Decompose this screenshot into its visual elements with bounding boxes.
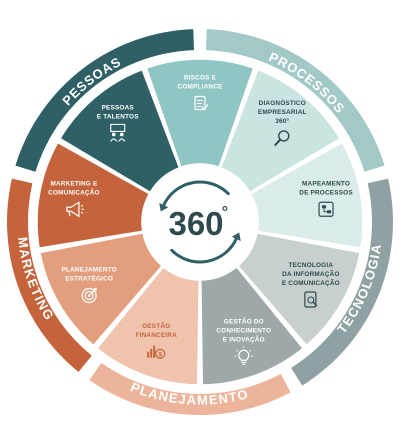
megaphone-icon <box>66 201 84 218</box>
svg-text:$: $ <box>159 352 163 358</box>
lightbulb-icon <box>234 346 253 365</box>
document-check-icon <box>194 95 209 111</box>
target-icon <box>81 287 97 304</box>
money-chart-icon: $ <box>147 345 166 359</box>
wedge-shape <box>236 231 361 347</box>
wedge-label: MAPEAMENTO DE PROCESSOS <box>299 180 353 196</box>
wedge-label-line: PESSOAS <box>102 104 135 111</box>
wedge-label-line: E COMUNICAÇÃO <box>282 278 340 287</box>
wedge-label-line: E INOVAÇÃO <box>223 334 265 343</box>
ring-band <box>15 29 194 172</box>
wedge-label-line: 360° <box>275 117 289 125</box>
wedge-label-line: PLANEJAMENTO <box>62 267 117 274</box>
wedge-label-line: MAPEAMENTO <box>302 180 350 187</box>
ring-band <box>6 178 92 372</box>
cycle-arrow-top-icon <box>162 180 230 207</box>
ring-band <box>291 178 393 386</box>
magnifier-icon <box>274 130 290 146</box>
wedge-label-line: DE PROCESSOS <box>299 189 353 196</box>
center-hub: 360 ° <box>142 164 258 280</box>
cycle-arrow-bottom-icon <box>170 237 238 264</box>
wedge-label: PESSOAS E TALENTOS <box>97 104 139 120</box>
wedge-shape <box>39 231 164 347</box>
wedge-pessoas-e-talentos: PESSOAS E TALENTOS <box>58 68 181 194</box>
wedge-label-line: DIAGNÓSTICO <box>259 98 306 107</box>
center-degree-symbol: ° <box>222 204 228 221</box>
arrowhead-top-icon <box>159 202 169 212</box>
wedge-label-line: EMPRESARIAL <box>258 109 307 116</box>
wedge-label-line: ESTRATÉGICO <box>65 274 113 283</box>
ring-band <box>89 362 291 415</box>
wedge-gest-o-financeira: GESTÃO FINANCEIRA $ <box>95 265 200 386</box>
tablet-search-icon <box>304 291 318 308</box>
wedge-label-line: E TALENTOS <box>97 113 139 120</box>
wedge-shape <box>219 68 342 194</box>
wedge-label-line: TECNOLOGIA <box>289 262 334 269</box>
wedge-label-line: RISCOS E <box>184 75 217 82</box>
people-board-icon <box>110 123 126 142</box>
arrowhead-bottom-icon <box>231 232 241 242</box>
wedge-label-line: COMUNICAÇÃO <box>48 187 100 196</box>
wedge-label-line: GESTÃO DO <box>224 316 264 325</box>
wedge-shape <box>145 58 255 169</box>
wedge-riscos-e-compliance: RISCOS E COMPLIANCE <box>145 58 255 169</box>
ring-band <box>206 29 385 172</box>
wedge-label-line: DA INFORMAÇÃO <box>282 269 339 278</box>
wedge-label: GESTÃO FINANCEIRA <box>136 321 178 339</box>
wedge-label-line: CONHECIMENTO <box>216 327 271 334</box>
wedge-label-line: FINANCEIRA <box>136 332 178 339</box>
wedge-label-line: GESTÃO <box>142 321 170 330</box>
center-label: 360 <box>168 205 223 242</box>
process-map-icon <box>318 201 334 217</box>
wedge-shape <box>200 265 305 386</box>
wedge-label: RISCOS E COMPLIANCE <box>178 75 223 91</box>
inner-wedges: RISCOS E COMPLIANCE DIAGNÓSTICO EMPRESARIAL… <box>36 58 364 386</box>
wedge-label-line: COMPLIANCE <box>178 84 223 91</box>
wedge-label-line: MARKETING E <box>50 180 97 187</box>
